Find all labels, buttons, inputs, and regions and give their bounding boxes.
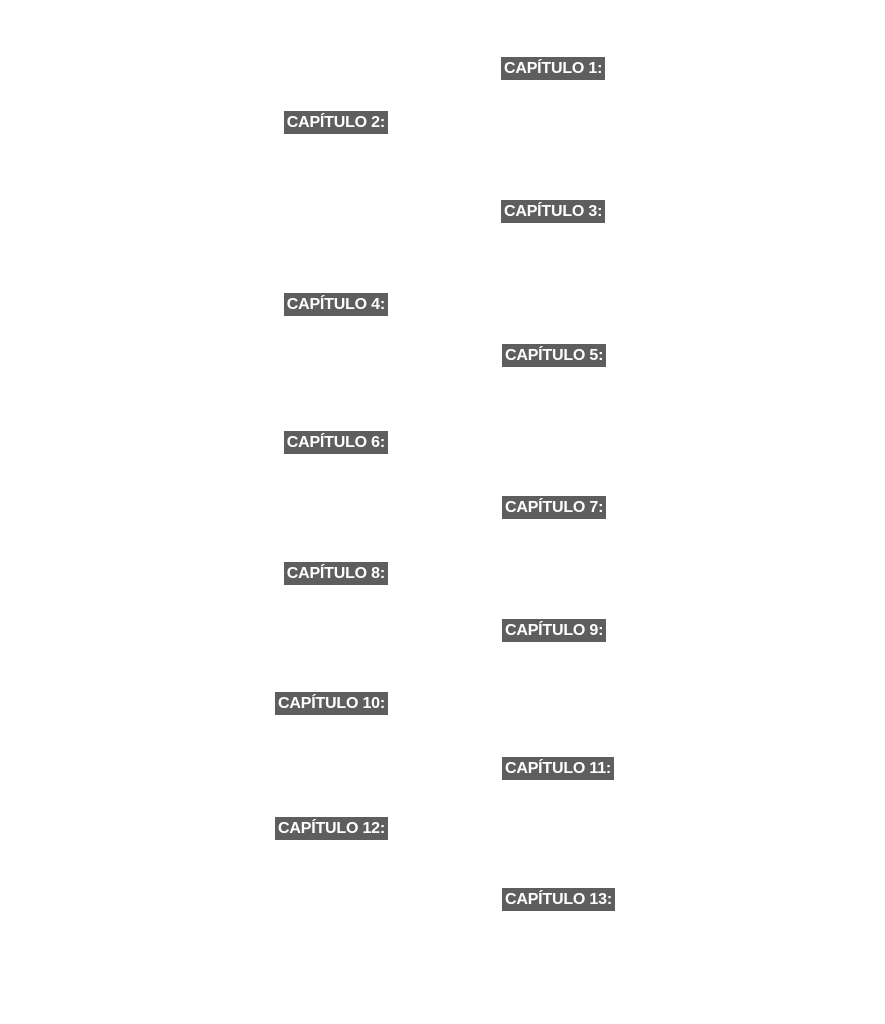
chapter-heading-6: CAPÍTULO 6: (283, 431, 388, 454)
chapter-heading-10: CAPÍTULO 10: (275, 692, 388, 715)
chapter-heading-5: CAPÍTULO 5: (502, 344, 607, 367)
chapter-heading-12: CAPÍTULO 12: (275, 817, 388, 840)
chapter-heading-9: CAPÍTULO 9: (502, 619, 607, 642)
chapter-heading-11: CAPÍTULO 11: (502, 757, 615, 780)
chapter-heading-3: CAPÍTULO 3: (501, 200, 606, 223)
chapter-heading-8: CAPÍTULO 8: (283, 562, 388, 585)
chapter-heading-7: CAPÍTULO 7: (502, 496, 607, 519)
chapter-heading-4: CAPÍTULO 4: (283, 293, 388, 316)
chapter-heading-13: CAPÍTULO 13: (502, 888, 615, 911)
chapter-heading-1: CAPÍTULO 1: (501, 57, 606, 80)
chapter-heading-2: CAPÍTULO 2: (283, 111, 388, 134)
